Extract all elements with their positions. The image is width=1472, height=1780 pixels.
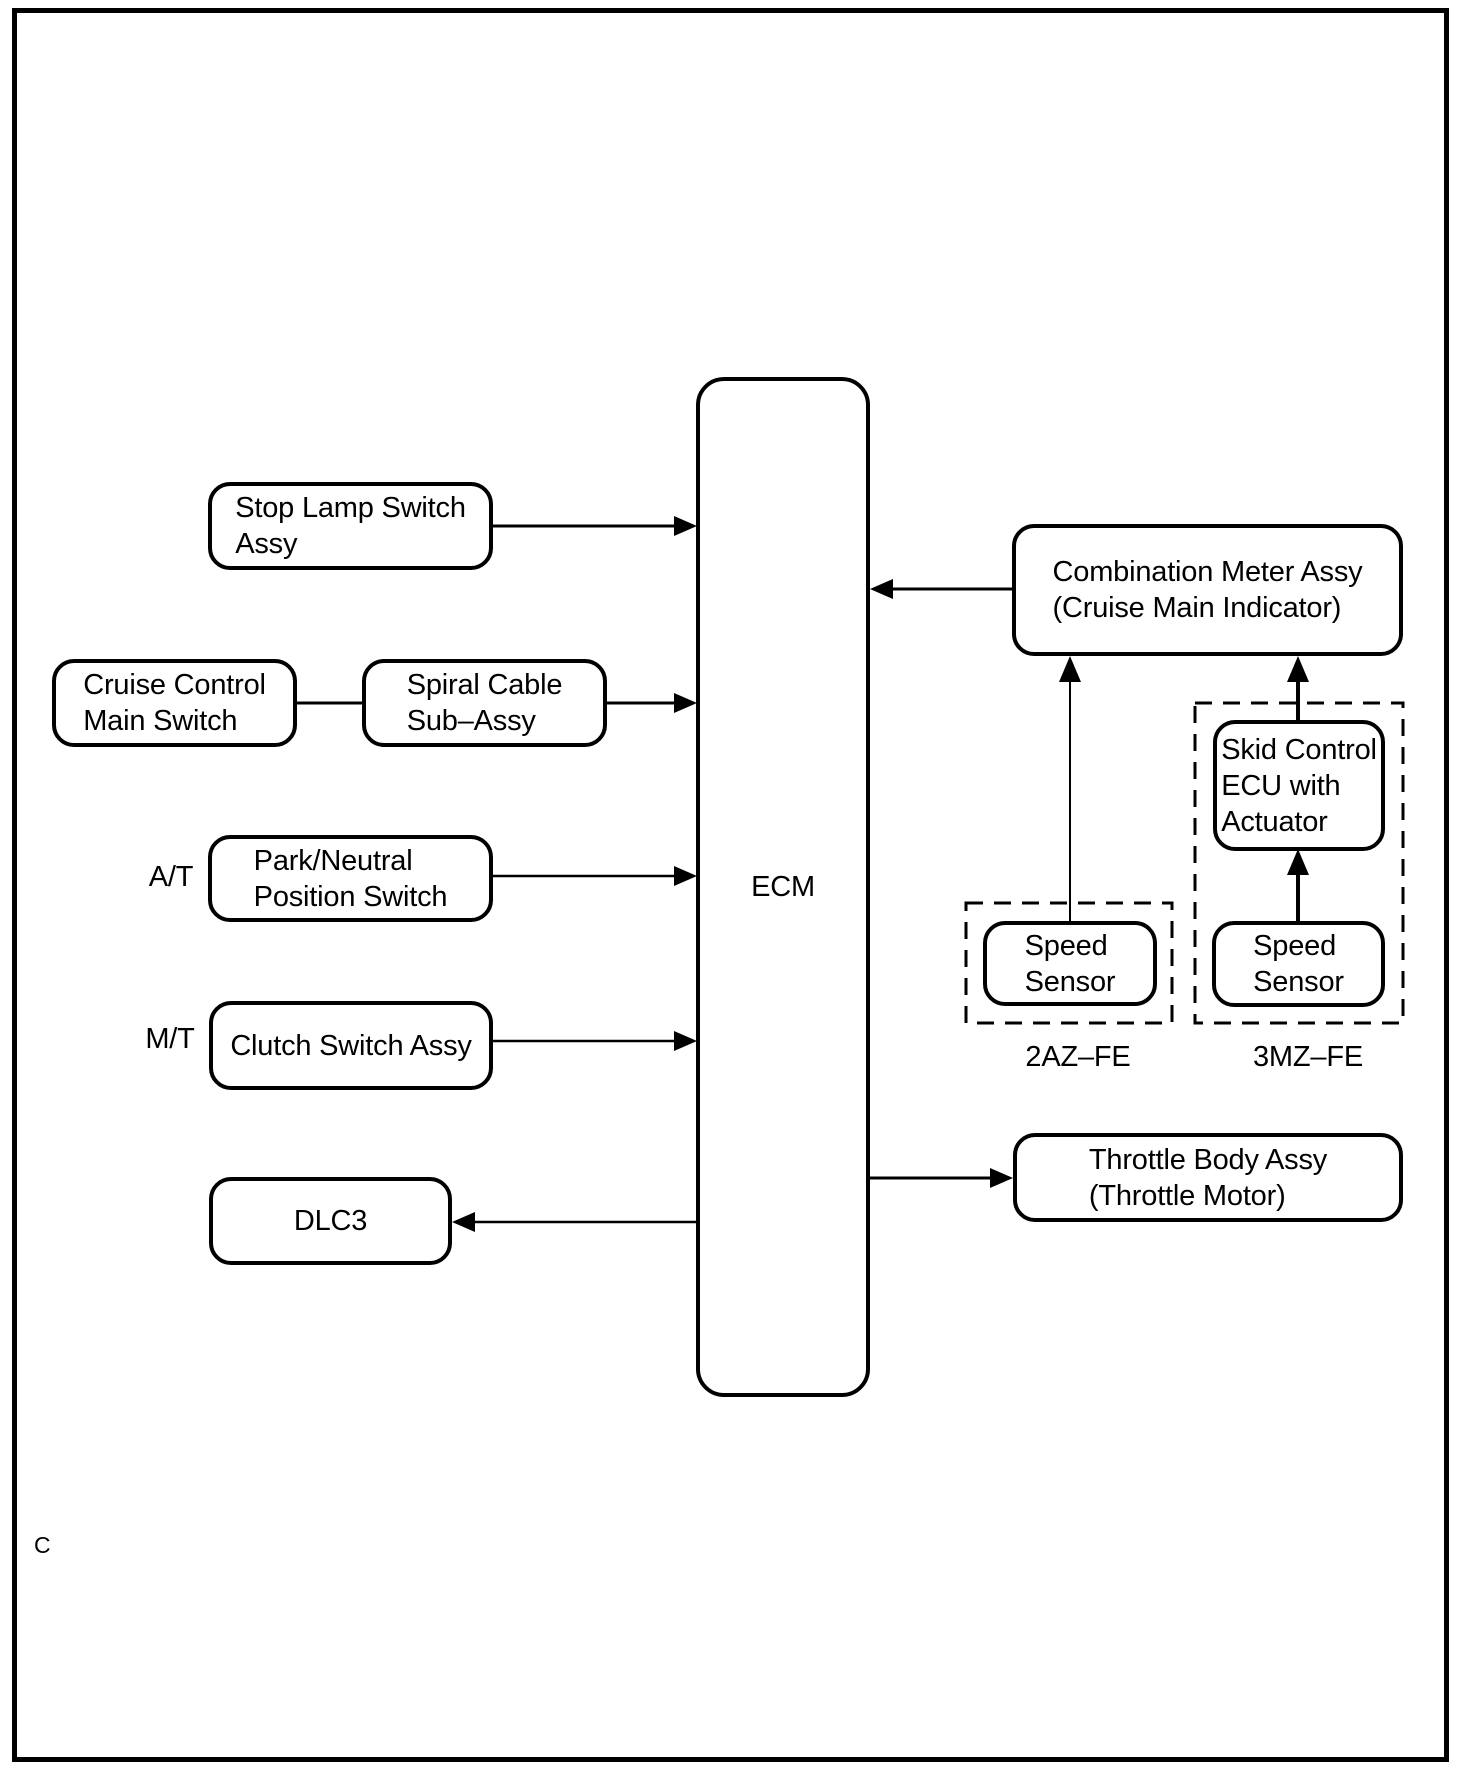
stop-lamp-switch-assy-label: Stop Lamp Switch Assy (235, 492, 466, 560)
stop-lamp-switch-assy-box: Stop Lamp Switch Assy (208, 482, 493, 570)
clutch-switch-assy-label: Clutch Switch Assy (230, 1029, 472, 1062)
engine-3mz-fe-label: 3MZ–FE (1253, 1041, 1363, 1073)
combination-meter-assy-label: Combination Meter Assy (Cruise Main Indi… (1052, 556, 1363, 624)
cruise-control-main-switch-box: Cruise Control Main Switch (52, 659, 297, 747)
arrow-park-neutral-to-ecm-head (674, 866, 697, 886)
arrow-speed-sensor-2az-to-combination-meter-head (1059, 656, 1081, 682)
ecm-label: ECM (751, 871, 815, 903)
spiral-cable-sub-assy-box: Spiral Cable Sub–Assy (362, 659, 607, 747)
dlc3-label: DLC3 (293, 1205, 368, 1237)
dlc3-box: DLC3 (209, 1177, 452, 1265)
page-mark-c: C (34, 1532, 51, 1558)
arrow-speed-sensor-3mz-to-skid-control-head (1287, 849, 1309, 875)
arrow-spiral-cable-to-ecm-head (674, 693, 697, 713)
skid-control-ecu-label: Skid Control ECU with Actuator (1221, 733, 1377, 838)
throttle-body-assy-box: Throttle Body Assy (Throttle Motor) (1013, 1133, 1403, 1222)
speed-sensor-3mz-box: Speed Sensor (1212, 921, 1385, 1007)
arrow-ecm-to-throttle-body-head (990, 1168, 1013, 1188)
combination-meter-assy-box: Combination Meter Assy (Cruise Main Indi… (1012, 524, 1403, 656)
speed-sensor-2az-box: Speed Sensor (983, 921, 1157, 1006)
arrow-clutch-switch-to-ecm-head (674, 1031, 697, 1051)
page-border (12, 8, 1449, 1762)
dashed-group-3mz-box (1193, 701, 1405, 1025)
transmission-mt-label: M/T (145, 1023, 195, 1055)
speed-sensor-3mz-label: Speed Sensor (1253, 930, 1344, 998)
arrow-skid-control-to-combination-meter-head (1287, 656, 1309, 682)
transmission-at-label: A/T (148, 861, 194, 893)
speed-sensor-2az-label: Speed Sensor (1024, 929, 1116, 998)
engine-2az-fe-label: 2AZ–FE (1025, 1041, 1131, 1073)
throttle-body-assy-label: Throttle Body Assy (Throttle Motor) (1088, 1143, 1328, 1212)
arrow-combination-meter-to-ecm-head (870, 579, 893, 599)
skid-control-ecu-box: Skid Control ECU with Actuator (1213, 720, 1385, 851)
ecm-box: ECM (696, 377, 870, 1397)
arrow-ecm-to-dlc3-head (452, 1212, 475, 1232)
arrow-stop-lamp-to-ecm-head (674, 516, 697, 536)
park-neutral-position-switch-box: Park/Neutral Position Switch (208, 835, 493, 922)
cruise-control-main-switch-label: Cruise Control Main Switch (83, 669, 266, 737)
spiral-cable-sub-assy-label: Spiral Cable Sub–Assy (406, 669, 563, 737)
dashed-group-2az-box (964, 901, 1174, 1025)
clutch-switch-assy-box: Clutch Switch Assy (209, 1001, 493, 1090)
park-neutral-position-switch-label: Park/Neutral Position Switch (253, 844, 448, 913)
